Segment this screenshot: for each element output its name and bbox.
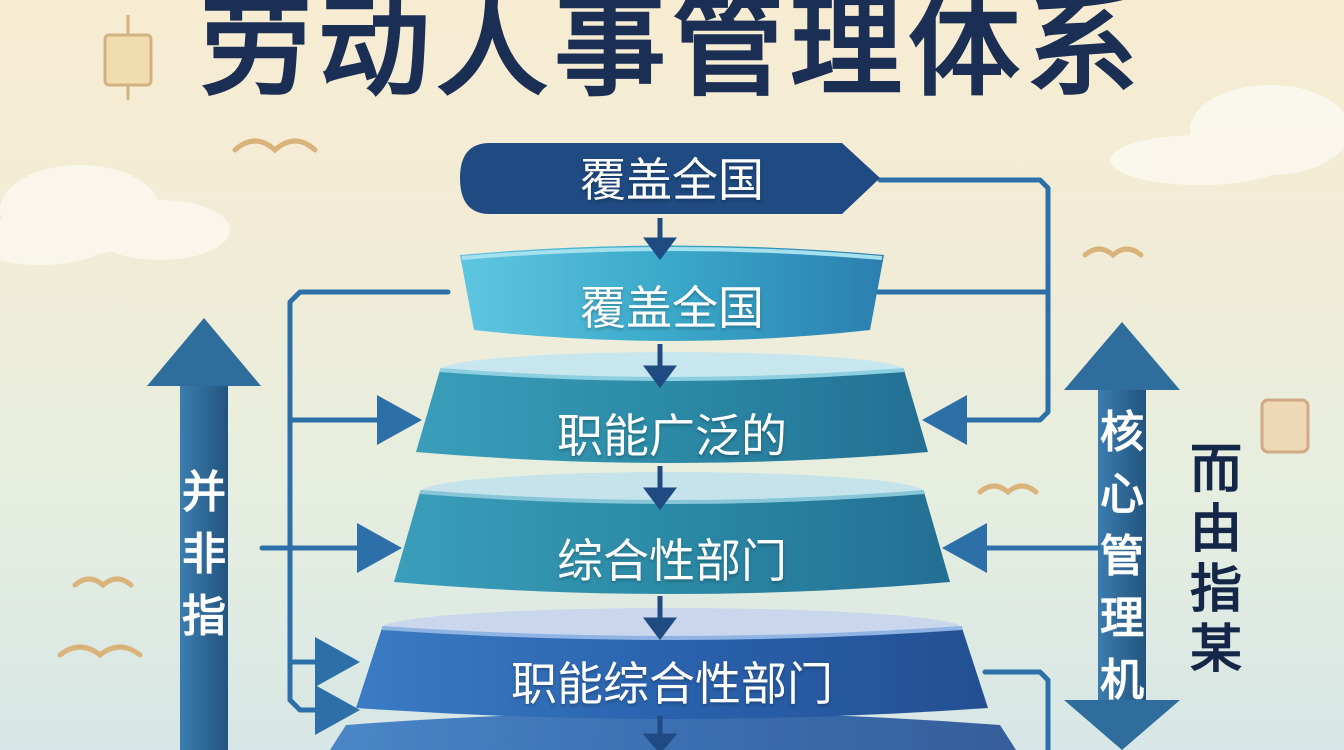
connector-lines bbox=[259, 177, 1101, 750]
tier-5-label: 职能综合性部门 bbox=[511, 657, 833, 711]
page-title: 劳动人事管理体系 bbox=[200, 0, 1144, 112]
bird-icons bbox=[57, 138, 1144, 659]
tier-5 bbox=[356, 608, 988, 719]
right-char-1: 核 bbox=[1100, 407, 1144, 458]
tier-6-partial bbox=[330, 712, 1016, 750]
side-char-3: 指 bbox=[1189, 560, 1242, 620]
tier-2 bbox=[460, 245, 884, 341]
lantern-icon bbox=[103, 15, 153, 100]
right-arrow-text: 核 心 管 理 机 bbox=[1092, 402, 1152, 712]
right-char-2: 心 bbox=[1100, 469, 1144, 520]
side-char-1: 而 bbox=[1189, 440, 1242, 500]
tier-3 bbox=[416, 352, 928, 463]
side-char-4: 某 bbox=[1189, 620, 1242, 680]
cloud-right-icon bbox=[1110, 85, 1344, 185]
left-double-arrow bbox=[147, 318, 261, 750]
tier-3-label: 职能广泛的 bbox=[557, 409, 787, 463]
left-char-2: 非 bbox=[182, 529, 226, 580]
right-double-arrow bbox=[1064, 322, 1180, 750]
cloud-left-icon bbox=[0, 165, 230, 265]
tier-1-cap bbox=[460, 143, 880, 214]
left-char-3: 指 bbox=[182, 591, 226, 642]
side-char-2: 由 bbox=[1189, 500, 1242, 560]
tier-2-label: 覆盖全国 bbox=[580, 281, 764, 335]
basket-icon bbox=[1260, 398, 1310, 454]
right-char-3: 管 bbox=[1100, 531, 1144, 582]
tier-1-label: 覆盖全国 bbox=[580, 153, 764, 207]
right-char-4: 理 bbox=[1100, 593, 1144, 644]
right-char-5: 机 bbox=[1100, 655, 1144, 706]
tier-4-label: 综合性部门 bbox=[557, 534, 787, 588]
flow-arrows bbox=[642, 218, 678, 750]
right-side-text: 而 由 指 某 bbox=[1186, 440, 1246, 680]
left-arrow-text: 并 非 指 bbox=[174, 462, 234, 648]
left-char-1: 并 bbox=[182, 467, 226, 518]
